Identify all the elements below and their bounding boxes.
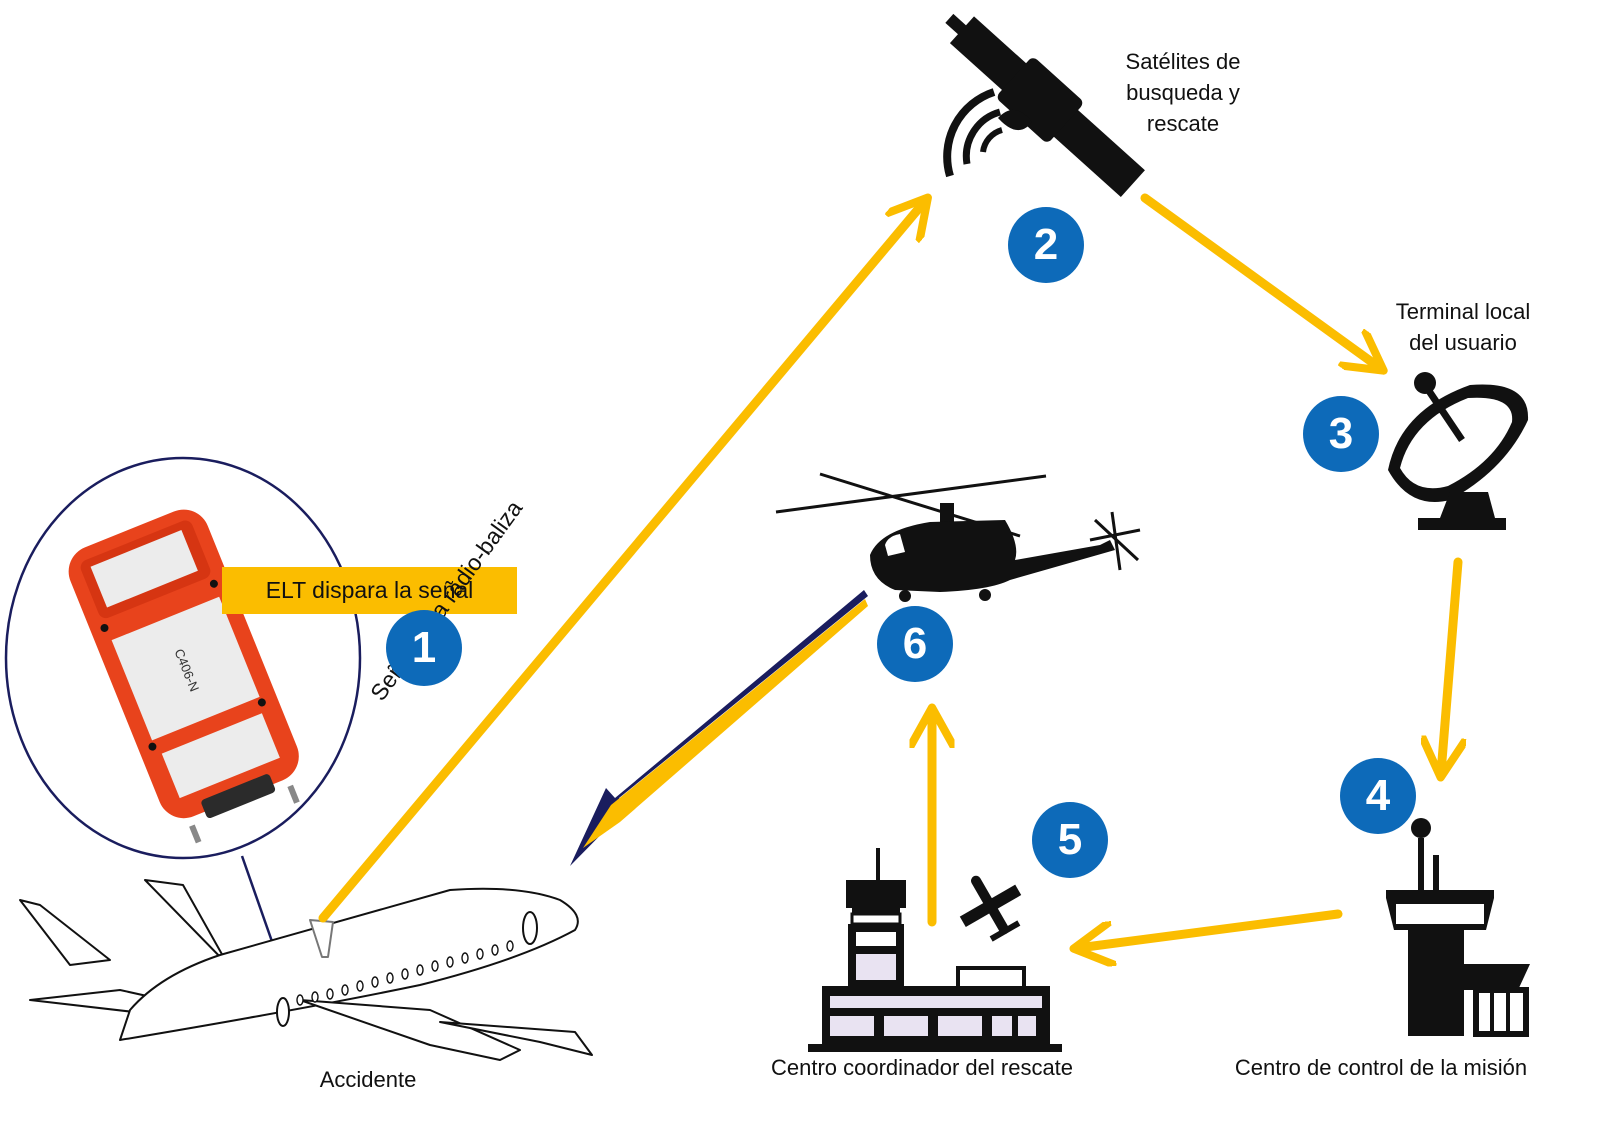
callout-ellipse: [4, 456, 362, 860]
terminal-label: Terminal local del usuario: [1395, 299, 1531, 355]
arrow-terminal-to-mission: [1441, 557, 1458, 773]
step-badge-1: 1: [386, 610, 462, 686]
flow-arrows: [318, 193, 1458, 948]
airplane-icon: [19, 879, 593, 1061]
arrow-helicopter-to-plane: [570, 590, 868, 866]
satellite-icon: [943, 13, 1145, 198]
dish-antenna-icon: [1388, 372, 1529, 530]
step-badge-3: 3: [1303, 396, 1379, 472]
step-badge-2: 2: [1008, 207, 1084, 283]
control-tower-icon: [1386, 818, 1530, 1037]
accident-label: Accidente: [319, 1067, 417, 1092]
step-badge-6: 6: [877, 606, 953, 682]
helicopter-icon: [775, 472, 1141, 602]
small-plane-icon: [959, 875, 1022, 942]
mission-control-label: Centro de control de la misión: [1234, 1055, 1528, 1080]
rescue-center-label: Centro coordinador del rescate: [770, 1055, 1074, 1080]
step-badge-4: 4: [1340, 758, 1416, 834]
airport-icon: [808, 848, 1062, 1052]
arrow-satellite-to-terminal: [1140, 193, 1380, 368]
step-badge-5: 5: [1032, 802, 1108, 878]
arrow-plane-to-satellite: [318, 201, 925, 923]
elt-callout: C406-N: [4, 456, 362, 972]
elt-trigger-box: ELT dispara la señal: [222, 567, 517, 614]
arrow-mission-to-rescue: [1078, 909, 1343, 948]
satellites-label: Satélites de busqueda y rescate: [1125, 49, 1241, 136]
elt-device-icon: C406-N: [68, 509, 300, 844]
